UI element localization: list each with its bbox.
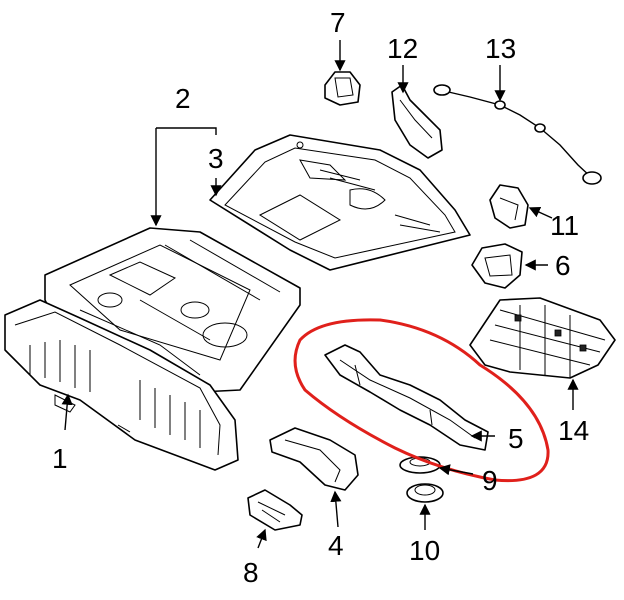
part-1-rear-panel bbox=[4, 299, 239, 471]
callout-4: 4 bbox=[328, 530, 344, 561]
callout-14: 14 bbox=[558, 415, 589, 446]
callout-13: 13 bbox=[485, 33, 516, 64]
leader-lines bbox=[61, 40, 579, 549]
part-7-clip bbox=[324, 71, 361, 106]
part-4-bracket bbox=[269, 427, 359, 491]
callout-1: 1 bbox=[52, 443, 68, 474]
part-10-cushion bbox=[406, 483, 444, 503]
part-13-harness bbox=[433, 84, 602, 185]
callout-6: 6 bbox=[555, 250, 571, 281]
part-8-small-bracket bbox=[247, 489, 303, 531]
callout-10: 10 bbox=[409, 535, 440, 566]
callout-8: 8 bbox=[243, 557, 259, 588]
part-14-crossmember bbox=[469, 297, 616, 379]
highlight-outline bbox=[293, 318, 550, 483]
callout-2: 2 bbox=[175, 83, 191, 114]
part-3-rear-floor-panel bbox=[209, 134, 471, 271]
part-6-bracket bbox=[471, 243, 523, 289]
callout-9: 9 bbox=[482, 465, 498, 496]
callout-3: 3 bbox=[208, 143, 224, 174]
callout-7: 7 bbox=[330, 7, 346, 38]
callout-12: 12 bbox=[387, 33, 418, 64]
part-5-side-rail bbox=[324, 344, 489, 451]
callout-11: 11 bbox=[550, 210, 579, 241]
callout-5: 5 bbox=[508, 423, 524, 454]
part-11-bracket bbox=[489, 184, 529, 229]
part-12-bracket bbox=[391, 84, 443, 159]
